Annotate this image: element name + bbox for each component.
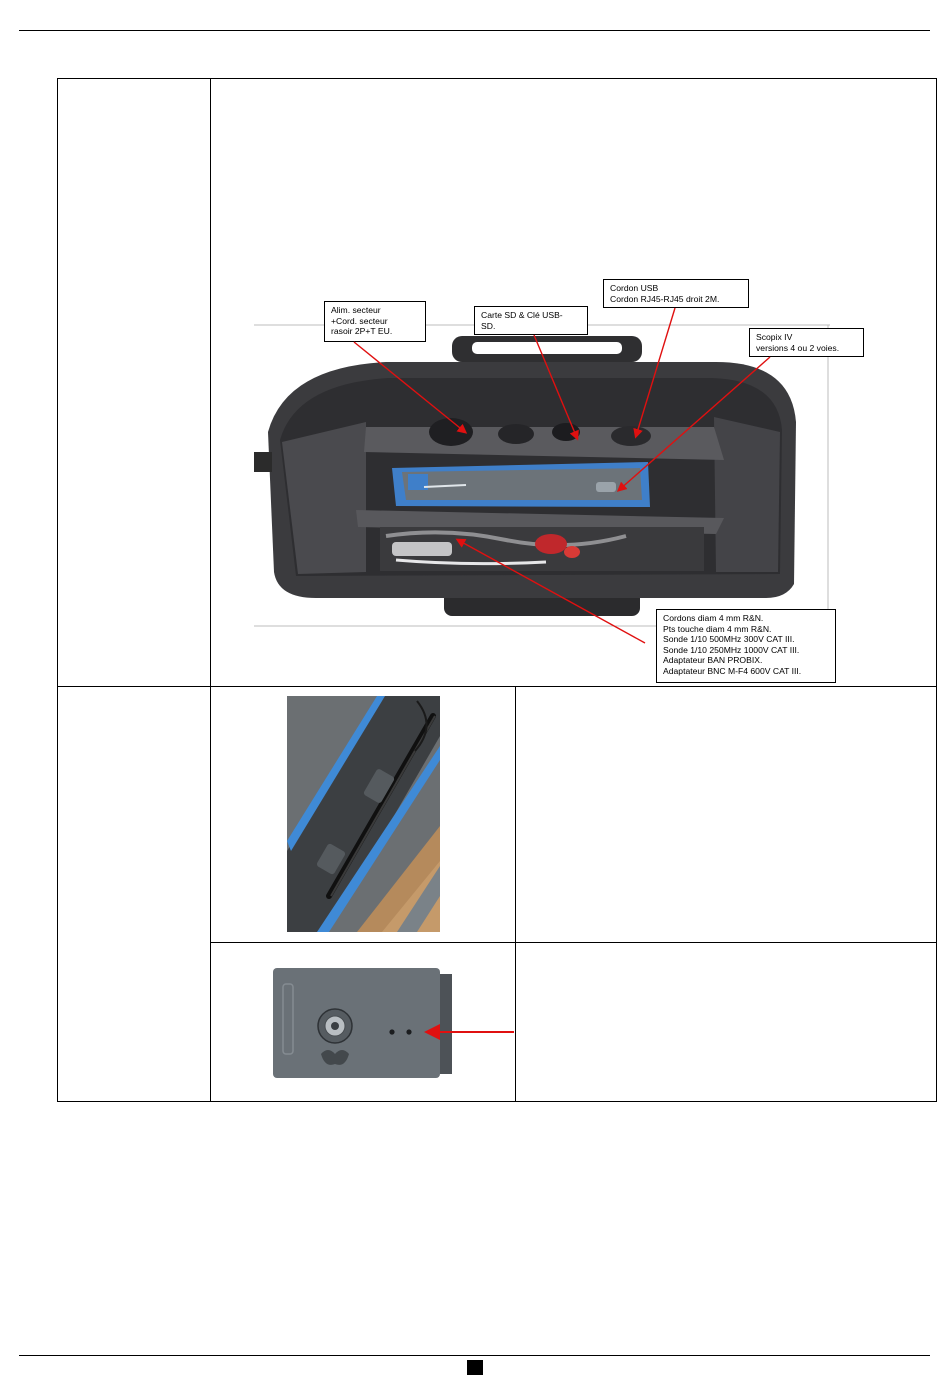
callout-cords-probes-line-6: Adaptateur BNC M-F4 600V CAT III. — [663, 665, 802, 676]
callout-power-supply-line-1: Alim. secteur — [331, 305, 381, 315]
table-border-left — [57, 78, 58, 1102]
table-subrow-divider — [211, 942, 937, 943]
callout-usb-cord-line-2: Cordon RJ45-RJ45 droit 2M. — [610, 293, 720, 304]
table-row-divider — [57, 686, 937, 687]
arrow-power-supply — [353, 341, 468, 434]
table-border-bottom — [57, 1101, 937, 1102]
table-inner-column-divider — [515, 686, 516, 1102]
table-column-divider — [210, 78, 211, 1102]
header-rule — [19, 30, 930, 31]
callout-power-supply-line-3: rasoir 2P+T EU. — [331, 326, 393, 336]
callout-cords-probes: Cordons diam 4 mm R&N. Pts touche diam 4… — [656, 609, 836, 683]
arrow-scopix — [616, 356, 771, 492]
callout-sd-card: Carte SD & Clé USB- SD. — [474, 306, 588, 335]
callout-scopix-line-1: Scopix IV — [756, 332, 793, 342]
callout-scopix: Scopix IV versions 4 ou 2 voies. — [749, 328, 864, 357]
stylus-holder-photo — [287, 696, 440, 932]
callout-cords-probes-line-2: Pts touche diam 4 mm R&N. — [663, 623, 772, 634]
callout-sd-card-line-1: Carte SD & Clé USB- — [481, 310, 563, 320]
callout-cords-probes-line-1: Cordons diam 4 mm R&N. — [663, 613, 764, 623]
callout-scopix-line-2: versions 4 ou 2 voies. — [756, 342, 840, 353]
arrow-usb-cord — [633, 307, 676, 439]
callout-usb-cord-line-1: Cordon USB — [610, 283, 659, 293]
callout-cords-probes-line-4: Sonde 1/10 250MHz 1000V CAT III. — [663, 644, 800, 655]
arrow-cords-probes — [455, 538, 646, 644]
callout-sd-card-line-2: SD. — [481, 320, 496, 331]
page-number-marker — [467, 1360, 483, 1375]
connector-panel-photo — [273, 964, 452, 1079]
callout-usb-cord: Cordon USB Cordon RJ45-RJ45 droit 2M. — [603, 279, 749, 308]
table-border-top — [57, 78, 937, 79]
callout-power-supply: Alim. secteur +Cord. secteur rasoir 2P+T… — [324, 301, 426, 342]
callout-cords-probes-line-5: Adaptateur BAN PROBIX. — [663, 655, 763, 665]
arrow-sd-card — [533, 334, 579, 441]
table-border-right — [936, 78, 937, 1102]
callout-power-supply-line-2: +Cord. secteur — [331, 315, 388, 326]
footer-rule — [19, 1355, 930, 1356]
carrying-bag-photo — [246, 322, 830, 628]
callout-cords-probes-line-3: Sonde 1/10 500MHz 300V CAT III. — [663, 634, 795, 644]
